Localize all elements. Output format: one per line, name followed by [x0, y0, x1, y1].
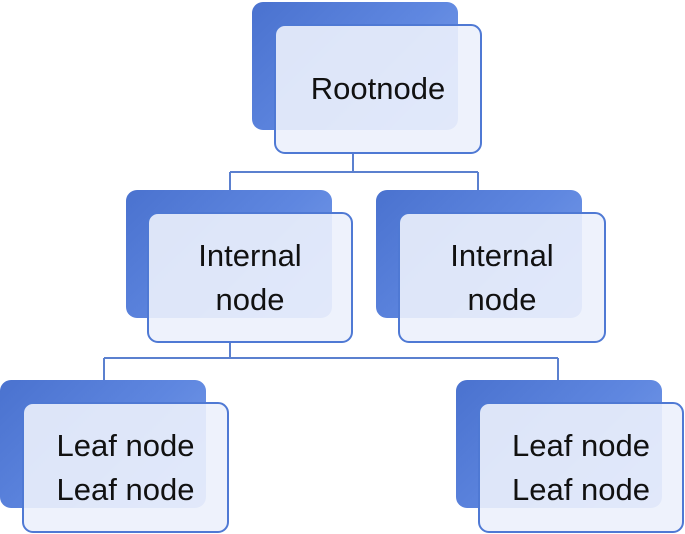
leaf-node-right-line1: Leaf node — [512, 427, 650, 463]
leaf-node-left-line2: Leaf node — [56, 471, 195, 507]
internal-node-left-line1: Internal — [198, 237, 302, 273]
leaf-node-right-box: Leaf node Leaf node — [478, 402, 684, 533]
leaf-node-right-line2: Leaf node — [512, 471, 650, 507]
leaf-node-right: Leaf node Leaf node — [456, 380, 684, 533]
leaf-node-left-box: Leaf node Leaf node — [22, 402, 229, 533]
internal-node-left: Internal node — [126, 190, 353, 343]
leaf-node-left-line1: Leaf node — [56, 427, 195, 463]
root-node: Rootnode — [252, 2, 482, 154]
root-node-box: Rootnode — [274, 24, 482, 154]
internal-node-right: Internal node — [376, 190, 606, 343]
root-connector — [229, 152, 479, 192]
internal-node-right-line1: Internal — [450, 237, 554, 273]
internal-node-right-line2: node — [467, 281, 537, 317]
root-node-label: Rootnode — [310, 71, 446, 106]
internal-node-left-box: Internal node — [147, 212, 353, 343]
internal-node-left-line2: node — [215, 281, 285, 317]
leaf-node-left: Leaf node Leaf node — [0, 380, 229, 533]
internal-node-right-box: Internal node — [398, 212, 606, 343]
internal-connector — [103, 342, 559, 380]
